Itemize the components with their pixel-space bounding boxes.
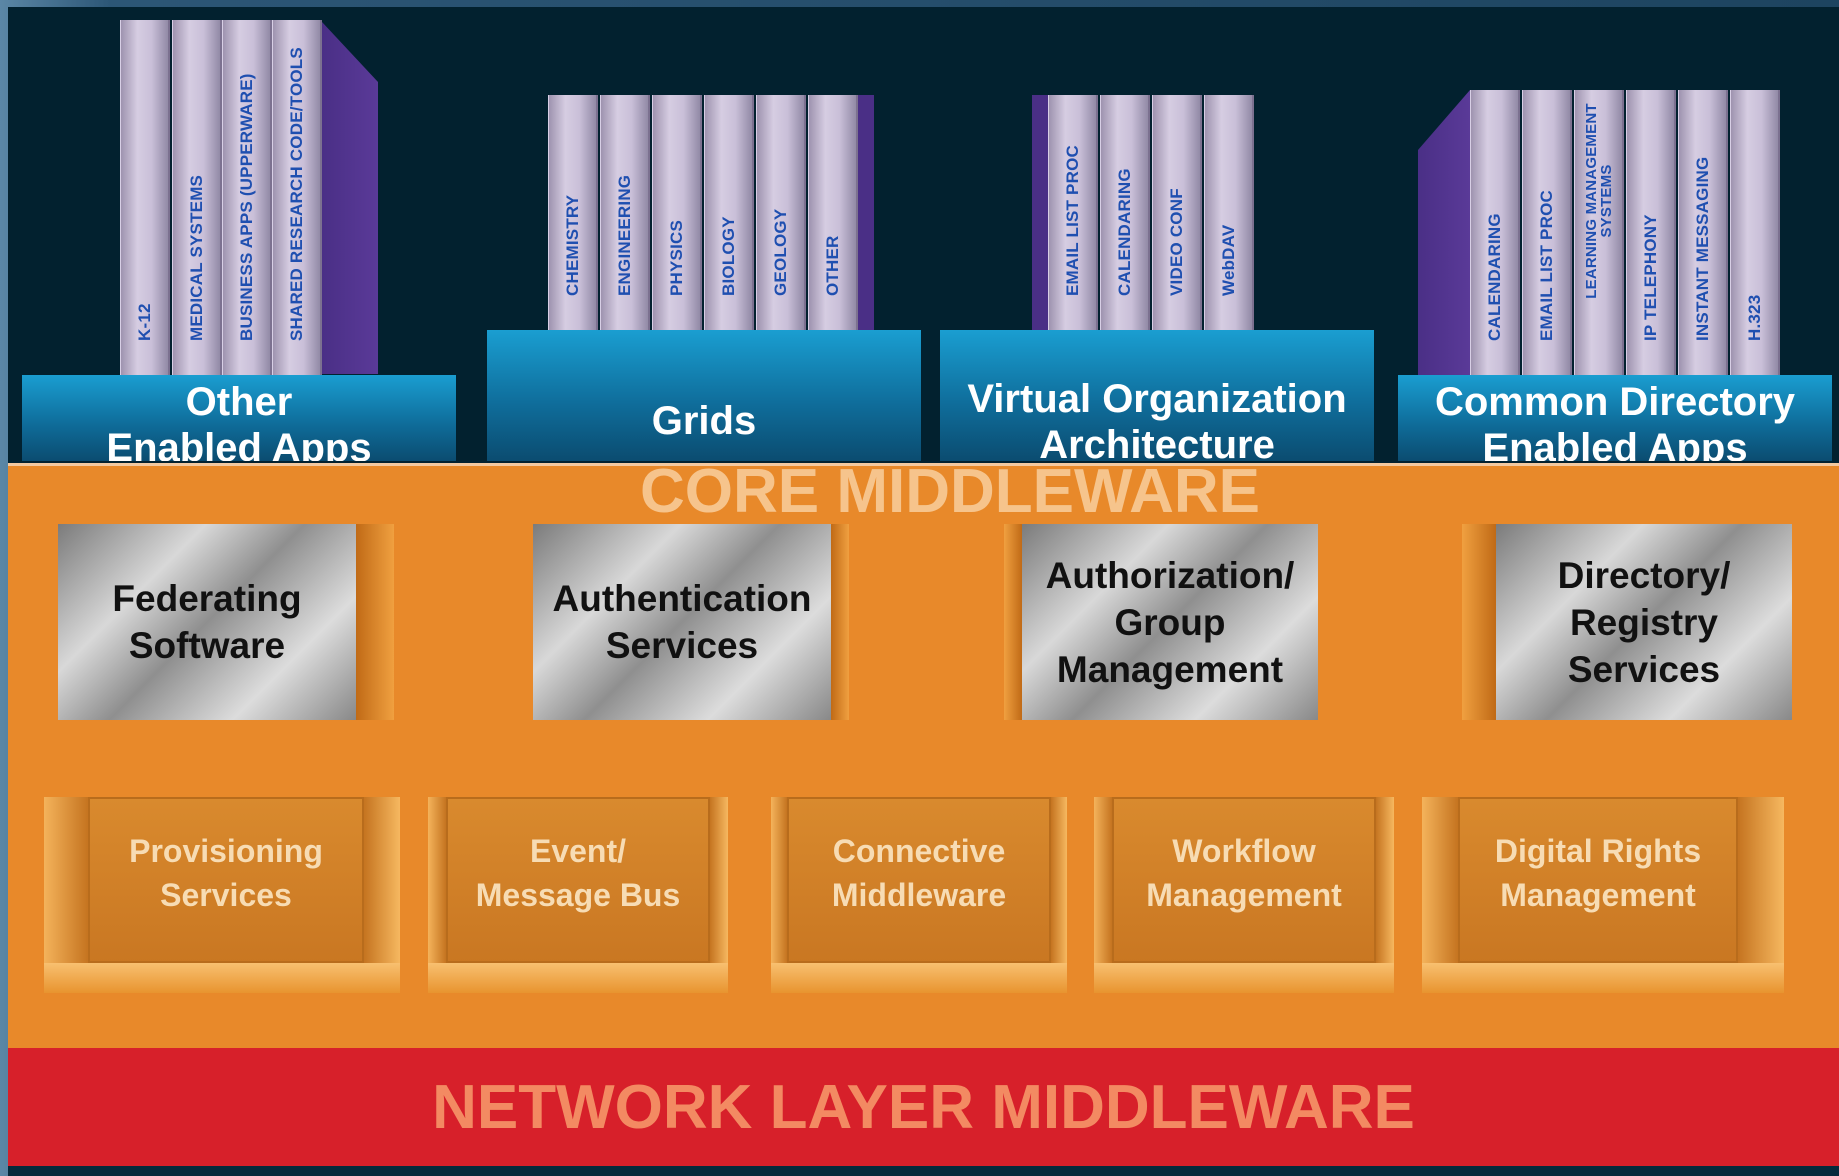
- recess-floor: [1094, 963, 1394, 993]
- recess-wall: [44, 797, 88, 993]
- recess-wall: [1051, 797, 1067, 993]
- shelf-label: Common Directory Enabled Apps: [1434, 380, 1796, 461]
- service-provisioning-services: Provisioning Services: [44, 797, 400, 993]
- box-side: [1004, 524, 1022, 720]
- recess-floor: [428, 963, 728, 993]
- shelf-label: Other Enabled Apps: [106, 380, 372, 461]
- shelf-other-enabled-apps: Other Enabled Apps: [22, 375, 456, 461]
- recess-wall: [710, 797, 728, 993]
- book-spine: IP TELEPHONY: [1626, 90, 1676, 375]
- recess-face: Digital Rights Management: [1458, 797, 1738, 963]
- book-spine: VIDEO CONF: [1152, 95, 1202, 330]
- book-spine: SHARED RESEARCH CODE/TOOLS: [272, 20, 322, 375]
- recess-floor: [771, 963, 1067, 993]
- recess-wall: [771, 797, 787, 993]
- book-spine: WebDAV: [1204, 95, 1254, 330]
- core-middleware-title: CORE MIDDLEWARE: [640, 457, 1260, 526]
- service-authorization-group-management: Authorization/ Group Management: [1022, 524, 1318, 720]
- service-connective-middleware: Connective Middleware: [771, 797, 1067, 993]
- book-spine: INSTANT MESSAGING: [1678, 90, 1728, 375]
- book-spine: LEARNING MANAGEMENT SYSTEMS: [1574, 90, 1624, 375]
- recess-wall: [428, 797, 446, 993]
- recess-wall: [1094, 797, 1112, 993]
- book-spine: K-12: [120, 20, 170, 375]
- service-label: Directory/ Registry Services: [1557, 554, 1731, 690]
- book-spine: MEDICAL SYSTEMS: [172, 20, 222, 375]
- book-spine: BIOLOGY: [704, 95, 754, 330]
- recess-wall: [1376, 797, 1394, 993]
- service-label: Authentication Services: [552, 578, 812, 666]
- service-label: Connective Middleware: [831, 833, 1007, 913]
- service-label: Provisioning Services: [129, 833, 323, 913]
- recess-wall: [364, 797, 400, 993]
- recess-face: Workflow Management: [1112, 797, 1376, 963]
- service-label: Event/ Message Bus: [475, 833, 681, 913]
- bottom-strip: [8, 1166, 1839, 1176]
- book-spine: BUSINESS APPS (UPPERWARE): [222, 20, 272, 375]
- service-digital-rights-management: Digital Rights Management: [1422, 797, 1784, 993]
- service-label: Workflow Management: [1146, 833, 1342, 913]
- book-stack-side: [1032, 95, 1048, 330]
- book-spine: GEOLOGY: [756, 95, 806, 330]
- recess-wall: [1738, 797, 1784, 993]
- shelf-grids: Grids: [487, 330, 921, 461]
- recess-face: Provisioning Services: [88, 797, 364, 963]
- recess-wall: [1422, 797, 1458, 993]
- book-stack-side: [858, 95, 874, 330]
- service-label: Federating Software: [112, 578, 302, 666]
- book-spine: CALENDARING: [1470, 90, 1520, 375]
- book-spine: CALENDARING: [1100, 95, 1150, 330]
- book-spine: PHYSICS: [652, 95, 702, 330]
- service-label: Authorization/ Group Management: [1045, 554, 1295, 690]
- book-spine: OTHER: [808, 95, 858, 330]
- shelf-common-directory-enabled-apps: Common Directory Enabled Apps: [1398, 375, 1832, 461]
- service-label: Digital Rights Management: [1494, 833, 1702, 913]
- shelf-label: Grids: [651, 399, 757, 443]
- recess-face: Connective Middleware: [787, 797, 1051, 963]
- recess-floor: [1422, 963, 1784, 993]
- book-spine: ENGINEERING: [600, 95, 650, 330]
- service-event-message-bus: Event/ Message Bus: [428, 797, 728, 993]
- shelf-virtual-organization-architecture: Virtual Organization Architecture: [940, 330, 1374, 461]
- network-layer-middleware: NETWORK LAYER MIDDLEWARE: [8, 1048, 1839, 1166]
- book-spine: CHEMISTRY: [548, 95, 598, 330]
- box-side: [831, 524, 849, 720]
- service-federating-software: Federating Software: [58, 524, 356, 720]
- service-authentication-services: Authentication Services: [533, 524, 831, 720]
- service-directory-registry-services: Directory/ Registry Services: [1496, 524, 1792, 720]
- book-spine: EMAIL LIST PROC: [1522, 90, 1572, 375]
- recess-face: Event/ Message Bus: [446, 797, 710, 963]
- book-spine: EMAIL LIST PROC: [1048, 95, 1098, 330]
- network-layer-title: NETWORK LAYER MIDDLEWARE: [432, 1073, 1415, 1142]
- book-stack-side: [322, 22, 378, 374]
- recess-floor: [44, 963, 400, 993]
- service-workflow-management: Workflow Management: [1094, 797, 1394, 993]
- box-side: [1462, 524, 1496, 720]
- book-spine: H.323: [1730, 90, 1780, 375]
- box-side: [356, 524, 394, 720]
- shelf-label: Virtual Organization Architecture: [967, 377, 1347, 461]
